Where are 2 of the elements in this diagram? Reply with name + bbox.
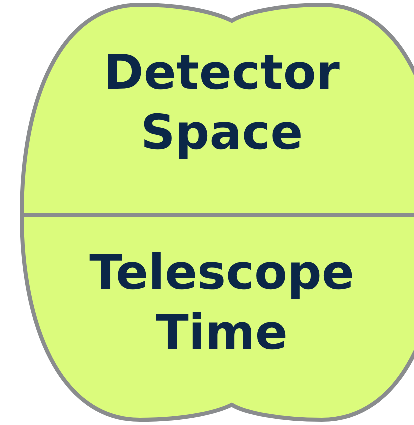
node-label: Detector Space — [103, 44, 341, 163]
node-label: Telescope Time — [88, 244, 356, 363]
